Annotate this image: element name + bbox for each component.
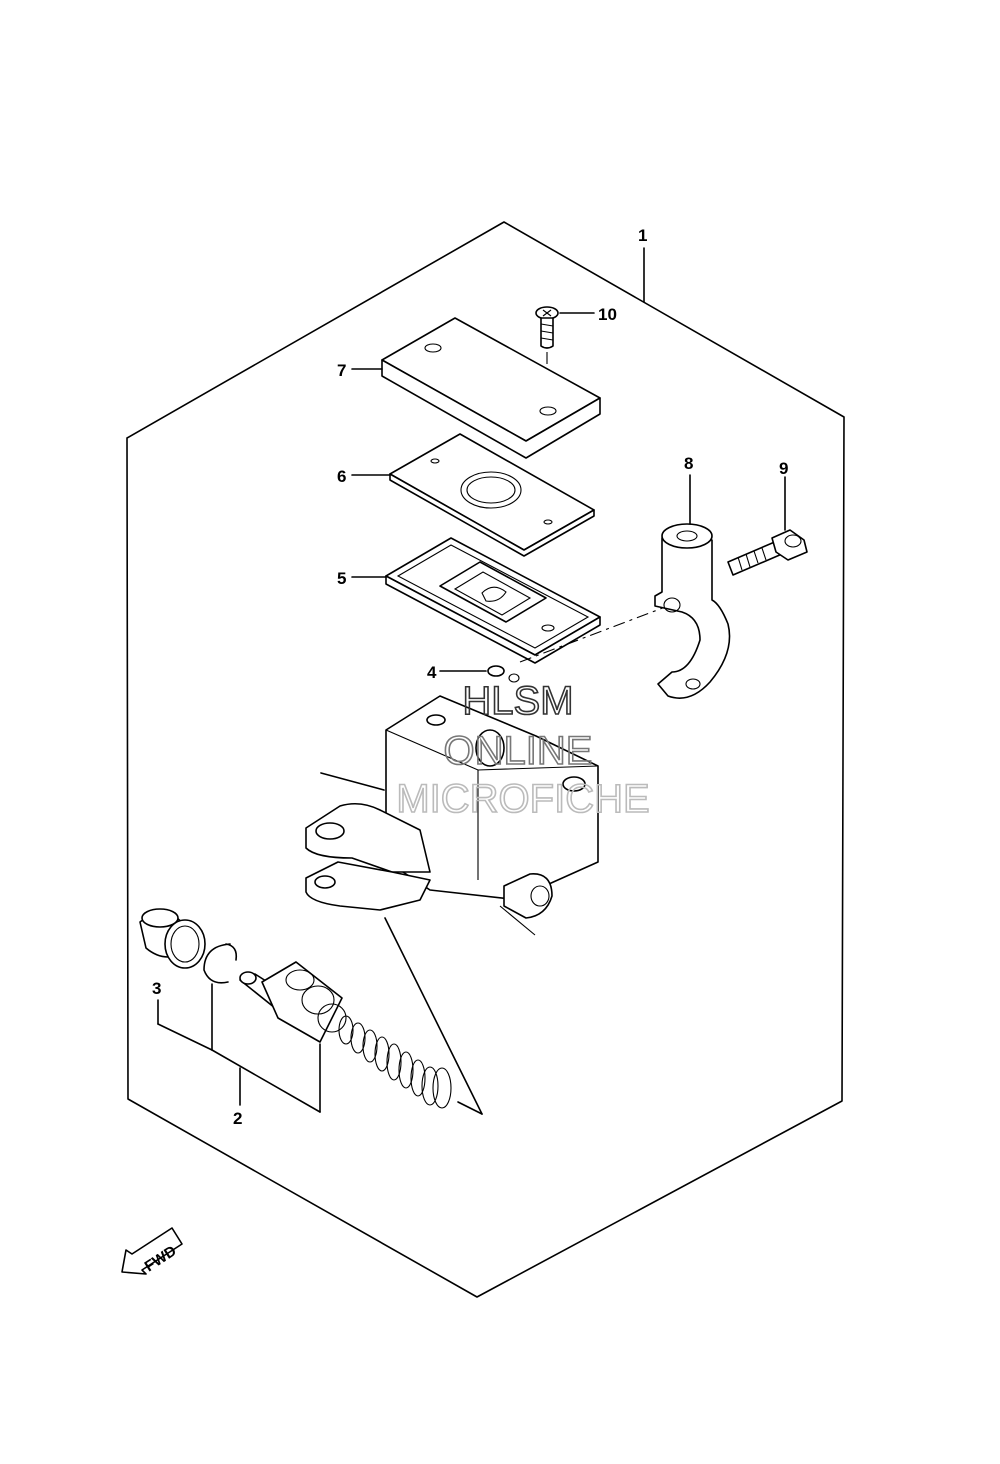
callout-6: 6 xyxy=(337,467,346,486)
part-3-boot[interactable] xyxy=(139,908,206,969)
part-2-piston-kit[interactable] xyxy=(239,961,452,1109)
part-10-screw[interactable] xyxy=(535,306,559,349)
part-8-clamp[interactable] xyxy=(654,523,731,699)
part-6-plate[interactable] xyxy=(389,433,595,557)
callout-1: 1 xyxy=(638,226,647,245)
callout-8: 8 xyxy=(684,454,693,473)
part-7-reservoir-cap[interactable] xyxy=(381,317,601,459)
master-cylinder-body xyxy=(305,695,599,936)
callout-4: 4 xyxy=(427,663,437,682)
watermark-line-3: MICROFICHE xyxy=(396,777,649,821)
assembly-outline xyxy=(126,221,845,1298)
part-4-o-ring[interactable] xyxy=(487,665,520,683)
callout-9: 9 xyxy=(779,459,788,478)
callout-2: 2 xyxy=(233,1109,242,1128)
callout-5: 5 xyxy=(337,569,346,588)
callout-10: 10 xyxy=(598,305,617,324)
fwd-arrow-icon: FWD xyxy=(121,1227,183,1275)
watermark-line-2: ONLINE xyxy=(444,729,593,773)
watermark-line-1: HLSM xyxy=(462,679,573,723)
part-9-bolt[interactable] xyxy=(727,529,808,576)
callout-7: 7 xyxy=(337,361,346,380)
callout-3: 3 xyxy=(152,979,161,998)
part-5-diaphragm[interactable] xyxy=(385,537,601,664)
part-2-snap-ring[interactable] xyxy=(203,943,238,984)
